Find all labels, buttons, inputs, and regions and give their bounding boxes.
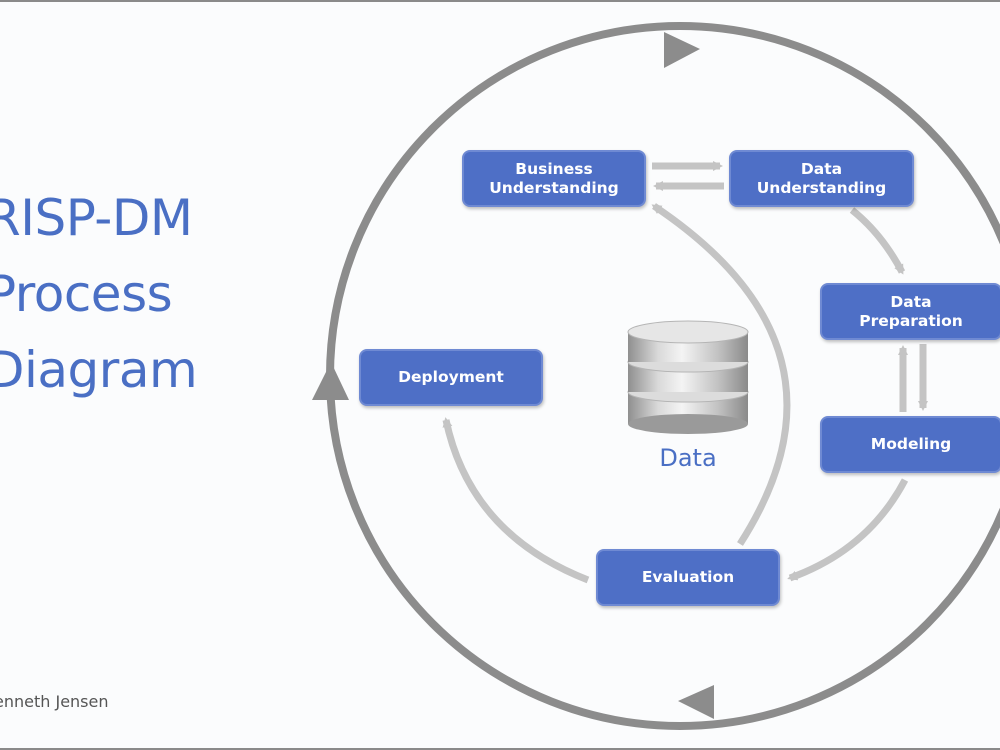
arrow-data-understanding-to-preparation bbox=[849, 207, 906, 275]
phase-data-preparation-line2: Preparation bbox=[859, 311, 963, 330]
phase-evaluation-label: Evaluation bbox=[641, 568, 735, 586]
arrow-evaluation-to-business bbox=[651, 203, 791, 546]
arrow-evaluation-to-deployment bbox=[442, 417, 590, 584]
data-store-label: Data bbox=[659, 444, 717, 472]
title-line-3: Diagram bbox=[0, 341, 198, 399]
phase-modeling[interactable]: Modeling bbox=[820, 416, 1000, 473]
phase-data-understanding[interactable]: Data Understanding bbox=[729, 150, 914, 207]
phase-data-preparation-line1: Data bbox=[890, 292, 932, 311]
phase-data-preparation[interactable]: Data Preparation bbox=[820, 283, 1000, 340]
outer-arrowhead-left bbox=[312, 362, 349, 400]
phase-business-understanding-line1: Business bbox=[515, 159, 593, 178]
phase-business-understanding[interactable]: Business Understanding bbox=[462, 150, 646, 207]
phase-data-understanding-line2: Understanding bbox=[756, 178, 887, 197]
database-icon bbox=[627, 320, 749, 434]
phase-evaluation[interactable]: Evaluation bbox=[596, 549, 780, 606]
outer-arrowhead-bottom bbox=[678, 685, 714, 719]
title-line-2: Process bbox=[0, 265, 173, 323]
phase-deployment-label: Deployment bbox=[398, 368, 504, 386]
phase-deployment[interactable]: Deployment bbox=[359, 349, 543, 406]
phase-modeling-label: Modeling bbox=[870, 435, 952, 453]
author-credit: enneth Jensen bbox=[0, 692, 109, 711]
slide-title: RISP-DM Process Diagram bbox=[0, 180, 306, 408]
phase-data-understanding-line1: Data bbox=[800, 159, 843, 178]
arrow-modeling-to-evaluation bbox=[787, 478, 909, 582]
title-line-1: RISP-DM bbox=[0, 189, 193, 247]
phase-business-understanding-line2: Understanding bbox=[489, 178, 619, 197]
outer-arrowhead-top bbox=[664, 32, 700, 68]
